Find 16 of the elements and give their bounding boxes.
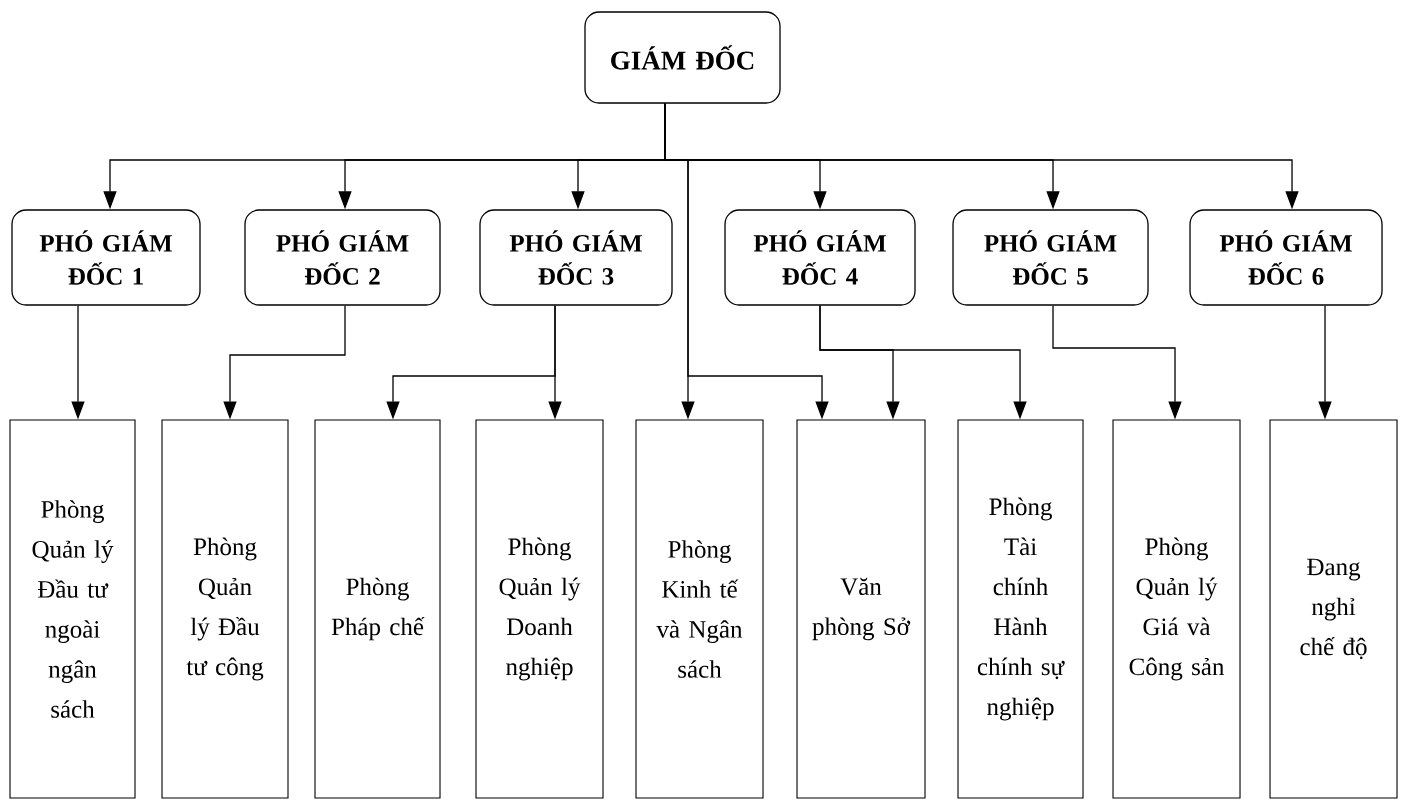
deputy-box: PHÓ GIÁM ĐỐC 2	[244, 209, 441, 306]
deputy-box: PHÓ GIÁM ĐỐC 4	[724, 209, 916, 306]
department-box: Phòng Pháp chế	[314, 419, 441, 799]
department-box: Phòng Quản lý Giá và Công sản	[1112, 419, 1241, 799]
department-box: Phòng Quản lý Đầu tư ngoài ngân sách	[9, 419, 136, 799]
deputy-box: PHÓ GIÁM ĐỐC 3	[479, 209, 673, 306]
department-box: Văn phòng Sở	[796, 419, 926, 799]
deputy-box: PHÓ GIÁM ĐỐC 1	[11, 209, 201, 306]
department-box: Phòng Kinh tế và Ngân sách	[635, 419, 764, 799]
department-box: Phòng Tài chính Hành chính sự nghiệp	[957, 419, 1084, 799]
deputy-box: PHÓ GIÁM ĐỐC 6	[1189, 209, 1383, 306]
director-box: GIÁM ĐỐC	[584, 11, 781, 104]
department-box: Đang nghỉ chế độ	[1269, 419, 1398, 799]
department-box: Phòng Quản lý Đầu tư công	[161, 419, 289, 799]
department-box: Phòng Quản lý Doanh nghiệp	[475, 419, 604, 799]
deputy-box: PHÓ GIÁM ĐỐC 5	[952, 209, 1149, 306]
